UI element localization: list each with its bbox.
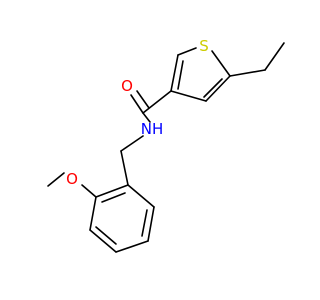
sulfur-atom-label: S <box>199 37 209 55</box>
bond-carbonyl-o-1 <box>130 94 144 114</box>
bond-ring-1 <box>127 184 155 208</box>
bond-ring-6 <box>95 184 129 198</box>
bond-ring-o <box>81 184 97 198</box>
bond-c5-c4-inner <box>203 78 223 98</box>
bond-c2-s <box>177 47 197 56</box>
methoxyphenyl-ring <box>47 150 155 253</box>
bond-c5-ch2 <box>229 69 266 77</box>
bond-ring-6-inner <box>101 192 126 203</box>
structure-canvas: S O NH O <box>47 37 285 253</box>
molecule-drawing: S O NH O <box>47 37 285 253</box>
bond-ring-4-inner <box>95 226 117 245</box>
bond-ch2-ring <box>120 150 129 186</box>
bond-o-ch3 <box>47 172 65 187</box>
carbonyl-oxygen-label: O <box>121 77 133 95</box>
amide-group <box>120 90 172 152</box>
ethyl-group <box>229 42 285 77</box>
bond-ring-3 <box>115 240 149 253</box>
bond-ring-2 <box>147 206 155 242</box>
bond-carbonyl-o-2 <box>136 90 150 109</box>
bond-s-c5 <box>211 50 231 77</box>
ether-oxygen-label: O <box>66 170 78 188</box>
thiophene-ring <box>170 47 231 102</box>
bond-c5-c4 <box>205 75 231 102</box>
bond-ch2-ch3 <box>264 42 285 71</box>
bond-carbonyl-n <box>142 112 151 123</box>
amide-nitrogen-label: NH <box>141 120 164 138</box>
bond-ring-2-inner <box>141 209 148 237</box>
bond-n-ch2 <box>120 135 144 152</box>
bond-c3-carbonyl <box>142 90 172 114</box>
bond-c4-c3 <box>170 90 207 102</box>
bond-ring-4 <box>89 229 117 253</box>
bond-c3-c2-inner <box>177 60 184 90</box>
bond-ring-5 <box>89 196 97 231</box>
bond-c3-c2 <box>170 54 179 92</box>
